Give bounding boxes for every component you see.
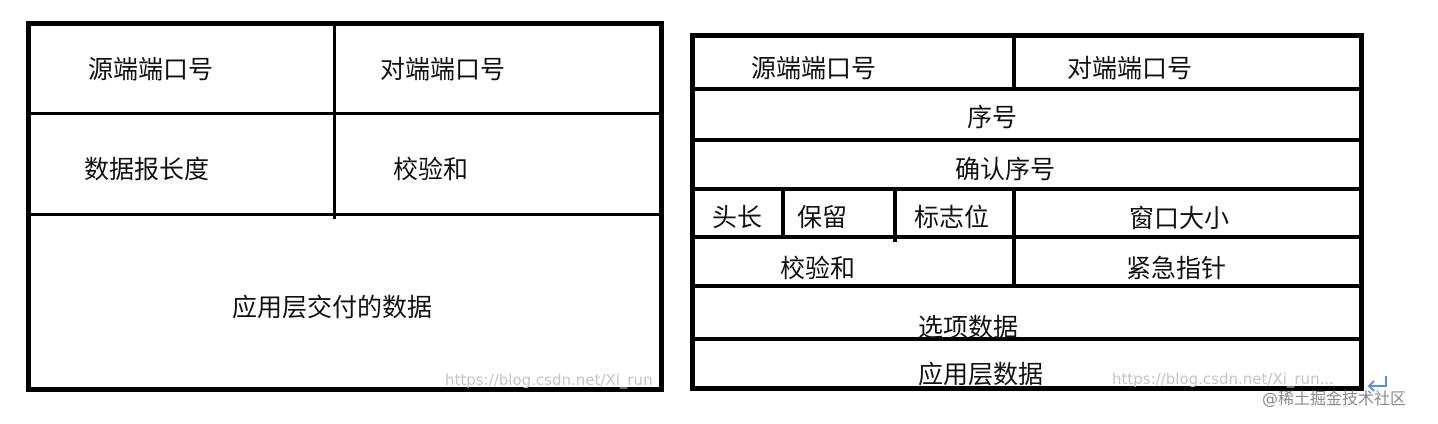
tcp-src-port-label: 源端端口号 [751, 54, 877, 83]
tcp-seq-label: 序号 [967, 103, 1018, 132]
udp-row-divider-1 [26, 112, 664, 115]
tcp-row-divider-5 [690, 284, 1364, 288]
udp-src-port-label: 源端端口号 [88, 55, 214, 84]
tcp-reserved-label: 保留 [797, 203, 848, 232]
tcp-col-divider-window [1012, 187, 1016, 286]
brand-watermark: @稀土掘金技术社区 [1262, 389, 1407, 408]
tcp-col-divider-ports [1012, 33, 1016, 89]
udp-dst-port-label: 对端端口号 [380, 55, 506, 84]
udp-border-bottom [26, 387, 664, 392]
tcp-border-top [690, 33, 1364, 38]
udp-col-divider [333, 21, 336, 219]
tcp-col-divider-reserved [893, 187, 897, 242]
tcp-border-left [690, 33, 695, 391]
watermark-left: https://blog.csdn.net/Xi_run [445, 371, 653, 389]
tcp-checksum-label: 校验和 [780, 254, 856, 283]
tcp-col-divider-headerlen [781, 187, 785, 237]
tcp-ack-label: 确认序号 [955, 155, 1056, 184]
udp-border-left [26, 21, 31, 392]
tcp-options-label: 选项数据 [918, 313, 1019, 342]
tcp-window-label: 窗口大小 [1129, 204, 1230, 233]
tcp-urgent-ptr-label: 紧急指针 [1126, 254, 1227, 283]
tcp-row-divider-2 [690, 138, 1364, 142]
tcp-row-divider-6 [690, 337, 1364, 341]
udp-payload-label: 应用层交付的数据 [232, 293, 433, 322]
udp-length-label: 数据报长度 [84, 155, 210, 184]
tcp-dst-port-label: 对端端口号 [1067, 54, 1193, 83]
tcp-flags-label: 标志位 [914, 203, 990, 232]
tcp-border-bottom [690, 386, 1364, 391]
tcp-border-right [1359, 33, 1364, 391]
udp-border-right [659, 21, 664, 392]
udp-checksum-label: 校验和 [393, 155, 469, 184]
tcp-header-len-label: 头长 [712, 203, 763, 232]
udp-border-top [26, 21, 664, 26]
tcp-payload-label: 应用层数据 [918, 360, 1044, 389]
tcp-row-divider-3 [690, 187, 1364, 191]
tcp-row-divider-1 [690, 87, 1364, 91]
udp-row-divider-2 [26, 213, 664, 216]
watermark-right: https://blog.csdn.net/Xi_run... [1112, 370, 1334, 388]
corner-arrow-icon [1364, 374, 1392, 394]
tcp-row-divider-4 [690, 235, 1364, 239]
